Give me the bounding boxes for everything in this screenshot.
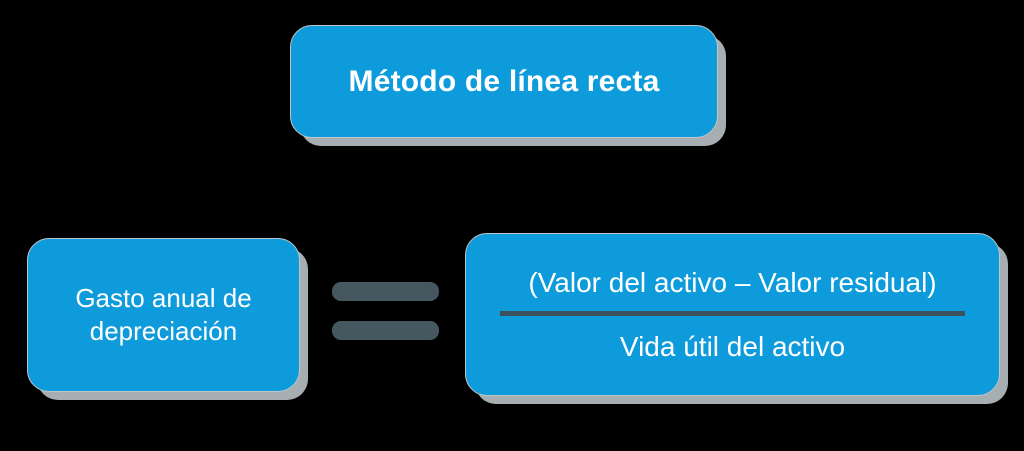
left-term-label: Gasto anual de depreciación xyxy=(61,282,265,349)
fraction-rule xyxy=(500,311,965,316)
equals-bar-top xyxy=(332,282,439,301)
left-term-line-1: Gasto anual de xyxy=(75,282,252,313)
equals-sign-icon xyxy=(332,282,439,340)
left-term-line-2: depreciación xyxy=(89,316,238,346)
fraction-numerator: (Valor del activo – Valor residual) xyxy=(528,267,937,298)
page-title: Método de línea recta xyxy=(348,64,660,98)
right-formula-card: (Valor del activo – Valor residual) Vida… xyxy=(465,233,1000,396)
fraction: (Valor del activo – Valor residual) Vida… xyxy=(500,265,965,364)
equals-bar-bottom xyxy=(332,321,439,340)
title-card: Método de línea recta xyxy=(290,25,718,138)
fraction-denominator: Vida útil del activo xyxy=(619,331,846,362)
left-term-card: Gasto anual de depreciación xyxy=(27,238,300,392)
